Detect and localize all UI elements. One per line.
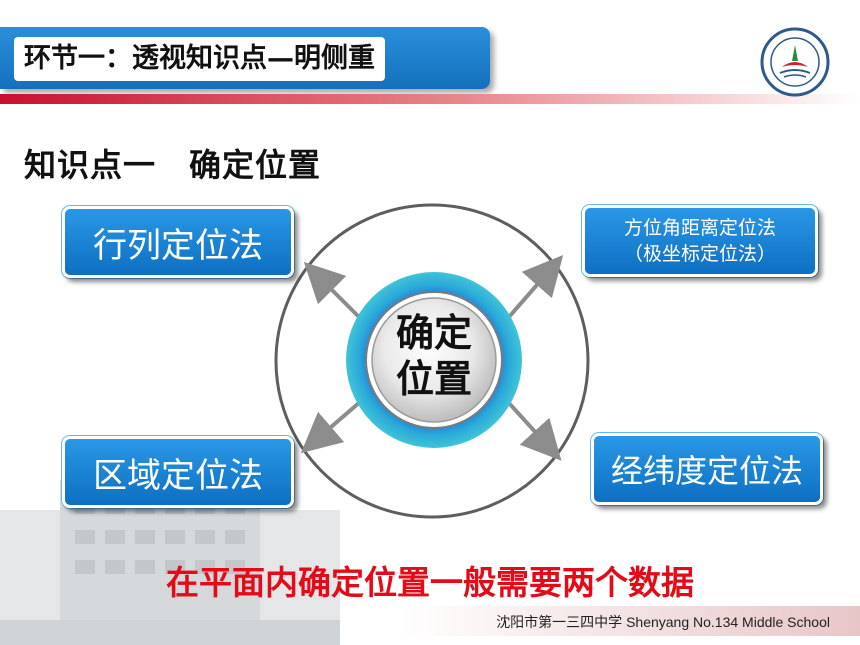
method-polar: 方位角距离定位法 （极坐标定位法） [582,205,818,277]
arrow-top-right [506,254,564,320]
center-disc [371,297,497,423]
method-lat-long-label: 经纬度定位法 [610,452,803,490]
school-logo-icon [760,27,830,97]
section-title: 知识点一 确定位置 [24,146,322,184]
center-label-line2: 位置 [395,357,472,401]
conclusion-text: 在平面内确定位置一般需要两个数据 [166,563,694,602]
header-title: 环节一：透视知识点—明侧重 [14,37,385,81]
method-polar-label-line1: 方位角距离定位法 [623,217,776,239]
method-polar-label-line2: （极坐标定位法） [623,243,776,265]
method-region-label: 区域定位法 [93,455,263,496]
footer-bar [400,606,860,636]
arrow-bottom-right [506,400,562,461]
arrow-bottom-left [300,400,362,454]
center-label-line1: 确定 [395,311,472,355]
footer-school-name: 沈阳市第一三四中学 Shenyang No.134 Middle School [496,614,830,630]
method-region: 区域定位法 [62,436,294,508]
method-row-column-label: 行列定位法 [93,225,263,266]
method-lat-long: 经纬度定位法 [591,433,823,505]
method-row-column: 行列定位法 [62,206,294,278]
arrow-top-left [303,261,362,320]
center-label: 确定 位置 [370,310,498,402]
header-divider [0,94,860,104]
